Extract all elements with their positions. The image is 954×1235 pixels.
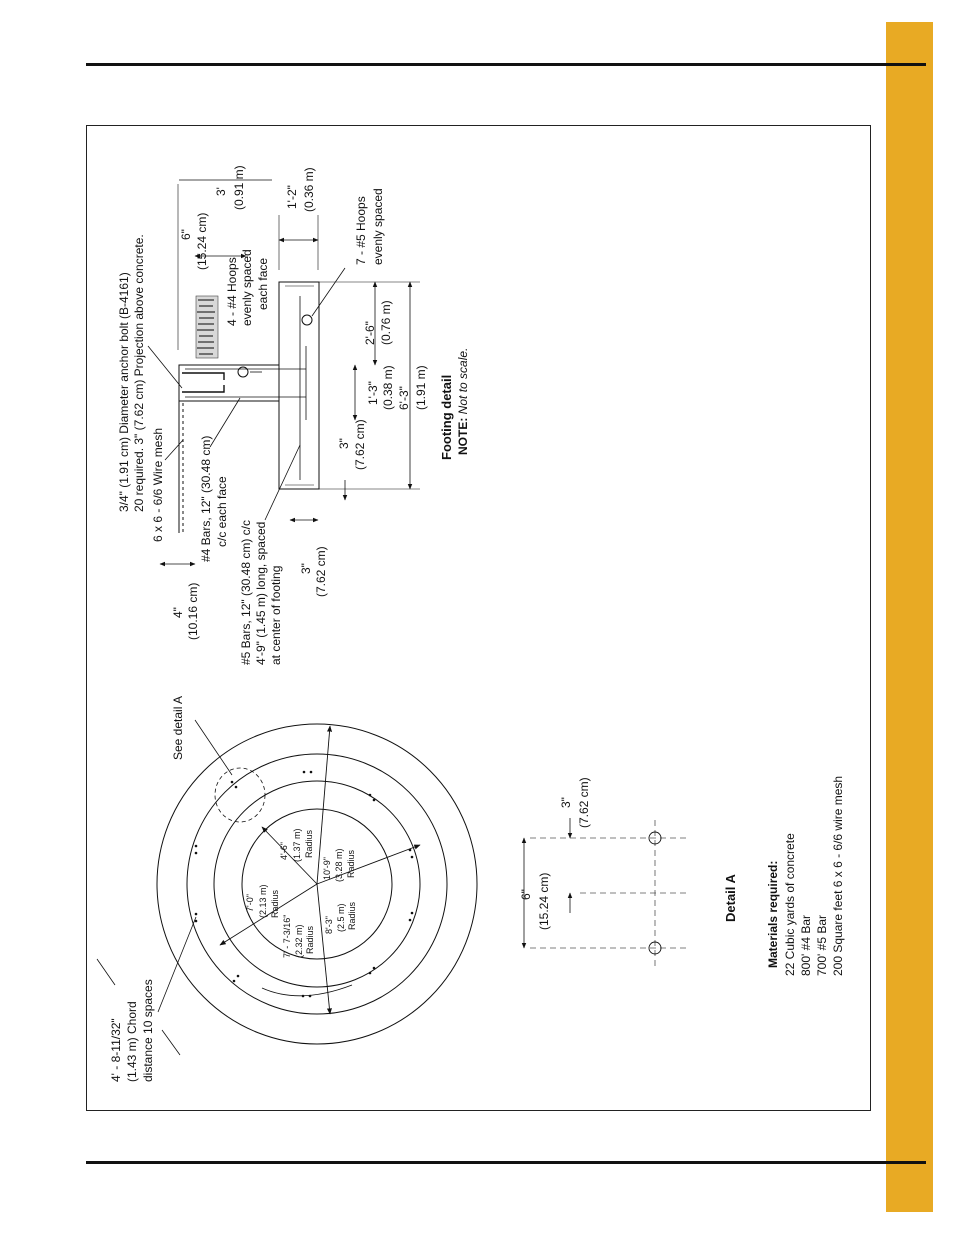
fill-pattern xyxy=(195,295,219,359)
r5-line2: (2.5 m) xyxy=(336,903,346,932)
chord-line2: (1.43 m) Chord xyxy=(125,1001,139,1082)
detail-a-dim-6in: 6" xyxy=(519,889,533,900)
dim-2-6: 2'-6" xyxy=(363,321,377,345)
dim-3ft-metric: (0.91 m) xyxy=(232,165,246,210)
bars4-label-2: c/c each face xyxy=(215,476,229,547)
anchor-bolt-text-1: 3/4" (1.91 cm) Diameter anchor bolt (B-4… xyxy=(117,272,131,512)
footer-rule xyxy=(86,1161,926,1164)
bars5-label-2: 4'-9" (1.45 m) long, spaced xyxy=(254,522,268,665)
detail-a-title: Detail A xyxy=(723,873,738,922)
middle-ring xyxy=(186,753,448,1015)
hoops4-label-1: 4 - #4 Hoops xyxy=(225,257,239,326)
footing-detail xyxy=(147,179,420,567)
dim-6in: 6" xyxy=(179,229,193,240)
bolt-circle-top xyxy=(648,831,662,845)
dim-3ft: 3' xyxy=(214,187,228,196)
r1-line3: Radius xyxy=(270,889,280,918)
chord-line3: distance 10 spaces xyxy=(141,979,155,1082)
inner-ring xyxy=(213,780,421,988)
detail-a-dim-6in-metric: (15.24 cm) xyxy=(537,873,551,930)
dim-6-3: 6'-3" xyxy=(397,386,411,410)
dim-1-3: 1'-3" xyxy=(366,381,380,405)
chord-line1: 4' - 8-11/32" xyxy=(109,1018,123,1082)
footing-outline xyxy=(278,281,320,490)
plan-view xyxy=(96,719,478,1056)
bars5-label-3: at center of footing xyxy=(269,566,283,665)
r2-line3: Radius xyxy=(304,829,314,858)
detail-a-dim-3in: 3" xyxy=(559,797,573,808)
hoop-5-marker xyxy=(301,314,313,326)
dim-6-3-metric: (1.91 m) xyxy=(414,365,428,410)
outer-ring xyxy=(156,723,478,1045)
r5-line3: Radius xyxy=(347,901,357,930)
dim-3in-bottom-metric: (7.62 cm) xyxy=(314,546,328,597)
r4-line1: 10'-9" xyxy=(322,857,332,880)
dim-2-6-metric: (0.76 m) xyxy=(379,300,393,345)
materials-item: 22 Cubic yards of concrete xyxy=(783,833,797,976)
detail-a-dim-3in-metric: (7.62 cm) xyxy=(577,777,591,828)
detail-a-callout xyxy=(214,767,266,823)
r1-line2: (2.13 m) xyxy=(258,884,268,918)
hoop-4-marker xyxy=(237,366,249,378)
r4-line2: (3.28 m) xyxy=(334,848,344,882)
r2-line1: 4'-6" xyxy=(279,842,289,860)
dim-6in-metric: (15.24 cm) xyxy=(195,213,209,270)
r2-line2: (1.37 m) xyxy=(292,828,302,862)
r3-line2: (2.32 m) xyxy=(294,924,304,958)
bolt-circle-bottom xyxy=(648,941,662,955)
dim-3in-bottom: 3" xyxy=(299,563,313,574)
detail-a-drawing xyxy=(521,818,690,968)
footing-note: NOTE: Not to scale. xyxy=(456,348,470,455)
anchor-bolt xyxy=(182,372,225,393)
dim-3in-side-metric: (7.62 cm) xyxy=(353,419,367,470)
see-detail-a: See detail A xyxy=(171,696,185,760)
r4-line3: Radius xyxy=(346,849,356,878)
header-rule xyxy=(86,63,926,66)
hoops4-label-3: each face xyxy=(256,258,270,310)
r1-line1: 7'-0" xyxy=(245,894,255,912)
dim-1-3-metric: (0.38 m) xyxy=(381,365,395,410)
drawing-frame xyxy=(86,125,871,1111)
materials-item: 800' #4 Bar xyxy=(799,915,813,976)
bars4-label-1: #4 Bars, 12" (30.48 cm) xyxy=(199,436,213,562)
r3-line3: Radius xyxy=(305,925,315,954)
anchor-bolt-text-2: 20 required. 3" (7.62 cm) Projection abo… xyxy=(132,234,146,512)
dim-1-2: 1'-2" xyxy=(285,185,299,209)
center-ring xyxy=(241,808,393,960)
r5-line1: 8'-3" xyxy=(324,916,334,934)
dim-1-2-metric: (0.36 m) xyxy=(302,167,316,212)
dim-3in-side: 3" xyxy=(337,438,351,449)
anchor-bolt-dots xyxy=(194,770,414,998)
materials-heading: Materials required: xyxy=(766,861,780,968)
materials-item: 700' #5 Bar xyxy=(815,915,829,976)
section-tab xyxy=(886,22,933,1212)
r3-line1: 7' - 7-3/16" xyxy=(282,915,292,958)
wire-mesh-label: 6 x 6 - 6/6 Wire mesh xyxy=(151,428,165,542)
slab-outline xyxy=(178,364,280,402)
dim-4in-label: 4" xyxy=(171,607,185,618)
bars5-label-1: #5 Bars, 12" (30.48 cm) c/c xyxy=(239,520,253,665)
dim-4in-metric: (10.16 cm) xyxy=(186,583,200,640)
hoops5-label-2: evenly spaced xyxy=(371,188,385,265)
hoops5-label-1: 7 - #5 Hoops xyxy=(354,196,368,265)
footing-detail-title: Footing detail xyxy=(439,375,454,460)
materials-item: 200 Square feet 6 x 6 - 6/6 wire mesh xyxy=(831,776,845,976)
hoops4-label-2: evenly spaced xyxy=(240,249,254,326)
